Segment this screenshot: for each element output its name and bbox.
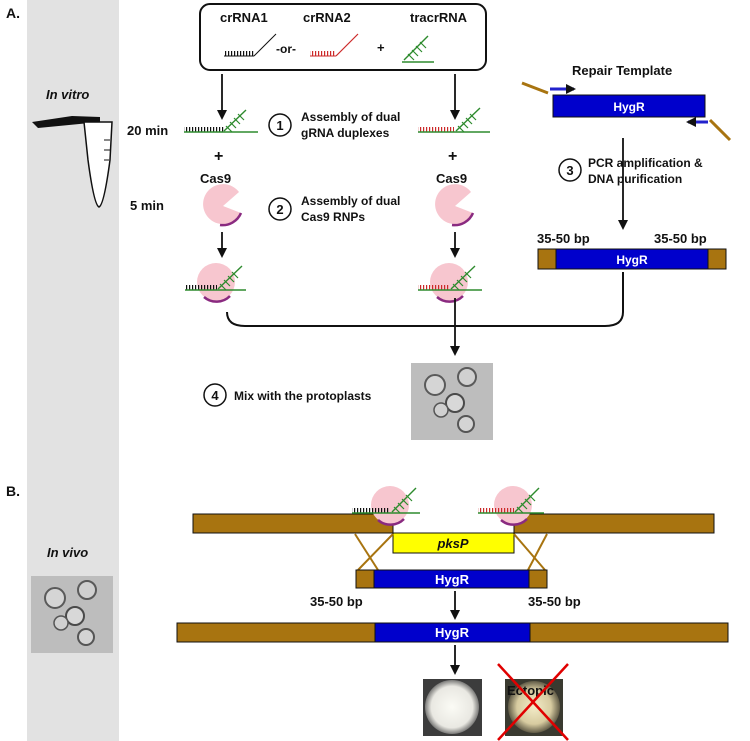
homology-arm-right-a	[707, 248, 727, 270]
step-4-badge: 4	[203, 383, 227, 407]
step-2-line1: Assembly of dual	[301, 194, 400, 208]
panel-b-label: B.	[6, 483, 20, 499]
step-1-line2: gRNA duplexes	[301, 126, 390, 140]
or-label: -or-	[276, 42, 296, 56]
crrna2-icon	[310, 33, 359, 57]
flank-left-label-a: 35-50 bp	[537, 231, 590, 246]
homology-arm-left-b	[355, 569, 375, 589]
repair-template-primers	[521, 81, 732, 142]
genome-left-homology-arm	[192, 513, 394, 534]
cas9-label-left: Cas9	[200, 171, 231, 186]
panel-a-label: A.	[6, 5, 20, 21]
in-vitro-label: In vitro	[46, 87, 89, 102]
crrna2-label: crRNA2	[303, 10, 351, 25]
step-2-number: 2	[276, 202, 283, 217]
homology-arm-left-a	[537, 248, 557, 270]
integrated-genome-left-arm	[176, 622, 376, 643]
crrna1-icon	[224, 33, 277, 57]
cas9-rnp-right	[418, 263, 482, 303]
plus-sign-left: +	[214, 148, 223, 165]
homologous-crossover-lines	[354, 533, 548, 571]
cas9-label-right: Cas9	[436, 171, 467, 186]
ectopic-colony-image	[505, 679, 563, 736]
step-2-badge: 2	[268, 197, 292, 221]
step-3-number: 3	[566, 163, 573, 178]
cas9-rnp-genome-right	[478, 486, 544, 526]
pksp-gene-box	[392, 532, 515, 554]
cas9-rnp-left	[185, 263, 246, 303]
time-5-min: 5 min	[130, 198, 164, 213]
step-3-line2: DNA purification	[588, 172, 682, 186]
repair-template-label: Repair Template	[572, 63, 672, 78]
hygr-donor-label: HygR	[435, 572, 470, 587]
crrna1-label: crRNA1	[220, 10, 268, 25]
step-4-label: Mix with the protoplasts	[234, 389, 372, 403]
hygr-amplicon-label: HygR	[616, 253, 648, 267]
protoplast-micrograph-b	[31, 576, 113, 653]
protoplast-micrograph-a	[411, 363, 493, 440]
integrated-genome-right-arm	[529, 622, 729, 643]
step-3-line1: PCR amplification &	[588, 156, 703, 170]
step-1-line1: Assembly of dual	[301, 110, 400, 124]
flank-left-label-b: 35-50 bp	[310, 594, 363, 609]
time-20-min: 20 min	[127, 123, 168, 138]
step-1-badge: 1	[268, 113, 292, 137]
red-cross-icon	[497, 663, 569, 741]
genome-right-homology-arm	[513, 513, 715, 534]
homology-arm-right-b	[528, 569, 548, 589]
cas9-protein-icon-right	[435, 184, 475, 227]
flank-right-label-b: 35-50 bp	[528, 594, 581, 609]
step-4-number: 4	[211, 388, 219, 403]
hygr-template-label: HygR	[613, 100, 645, 114]
flank-right-label-a: 35-50 bp	[654, 231, 707, 246]
hygr-template-bar	[552, 94, 706, 118]
step-3-badge: 3	[558, 158, 582, 182]
cas9-protein-icon-left	[203, 184, 243, 227]
step-2-line2: Cas9 RNPs	[301, 210, 365, 224]
grna-duplex-1	[184, 109, 258, 133]
microcentrifuge-tube-icon	[32, 116, 113, 208]
plus-sign-top: +	[377, 40, 385, 55]
rna-components-box	[199, 3, 487, 71]
in-vivo-label: In vivo	[47, 545, 88, 560]
tracrrna-icon	[402, 35, 434, 63]
plus-sign-right: +	[448, 148, 457, 165]
cas9-rnp-genome-left	[352, 486, 420, 526]
integrated-hygr-label: HygR	[435, 625, 470, 640]
merge-bracket	[226, 272, 624, 327]
grna-duplex-2	[418, 107, 490, 133]
step-1-number: 1	[276, 118, 283, 133]
correct-colony-image	[423, 679, 482, 736]
tracrrna-label: tracrRNA	[410, 10, 468, 25]
pksp-gene-label: pksP	[436, 536, 468, 551]
